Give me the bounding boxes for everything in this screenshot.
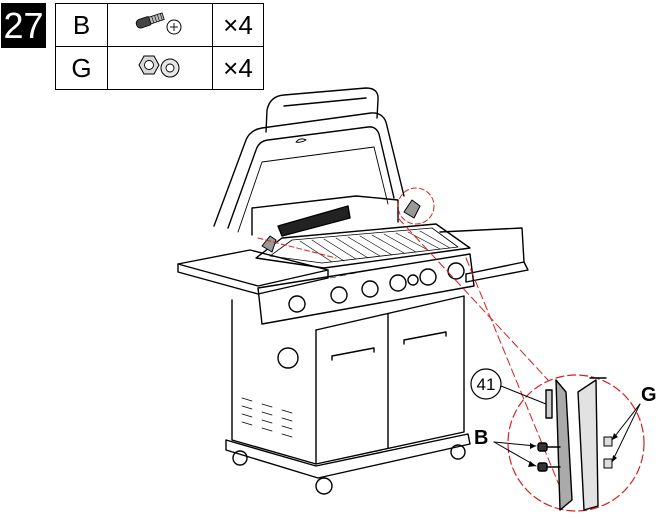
- part-41-bracket: [546, 390, 552, 418]
- grate-bars: [300, 231, 450, 262]
- propane-gauge: [278, 348, 298, 368]
- screw-icon: [538, 463, 560, 471]
- screw-icon: [538, 443, 560, 451]
- cabinet-left-side: [232, 300, 316, 464]
- knob: [331, 287, 347, 303]
- caster-wheel: [233, 451, 247, 465]
- left-door-handle: [332, 348, 374, 360]
- control-knobs: [289, 263, 464, 312]
- igniter-button: [408, 275, 418, 285]
- cabinet-side-vents: [242, 398, 292, 437]
- cabinet-front: [316, 296, 464, 464]
- right-door-handle: [404, 332, 446, 344]
- lid-side-plate: [556, 380, 572, 510]
- hinge-bracket: [404, 200, 420, 218]
- knob: [448, 263, 464, 279]
- knob: [289, 296, 305, 312]
- frame-side-plate: [578, 380, 598, 510]
- detail-leader-line: [398, 218, 548, 380]
- arrow-to-nut: [612, 404, 640, 462]
- callout-leader: [501, 386, 546, 404]
- left-shelf-edge: [178, 264, 328, 294]
- knob: [420, 269, 436, 285]
- warming-vent: [278, 206, 350, 236]
- knob: [390, 275, 406, 291]
- detail-magnifier-circle: [508, 375, 644, 511]
- nut-icon: [604, 437, 612, 446]
- lid-outer-edge: [214, 113, 404, 226]
- cooking-grate: [270, 228, 458, 263]
- screw-callout-label: B: [474, 427, 488, 449]
- lid-logo-icon: [296, 139, 306, 142]
- nut-icon: [604, 459, 612, 468]
- base-frame: [226, 434, 470, 478]
- knob: [362, 281, 378, 297]
- arrowhead: [530, 443, 536, 449]
- nut-callout-label: G: [641, 384, 657, 406]
- lid-inner-edge: [228, 127, 394, 228]
- part-number-label: 41: [477, 375, 496, 394]
- caster-wheel: [316, 478, 332, 494]
- hinge-bracket: [262, 236, 276, 252]
- arrow-to-nut: [612, 404, 640, 440]
